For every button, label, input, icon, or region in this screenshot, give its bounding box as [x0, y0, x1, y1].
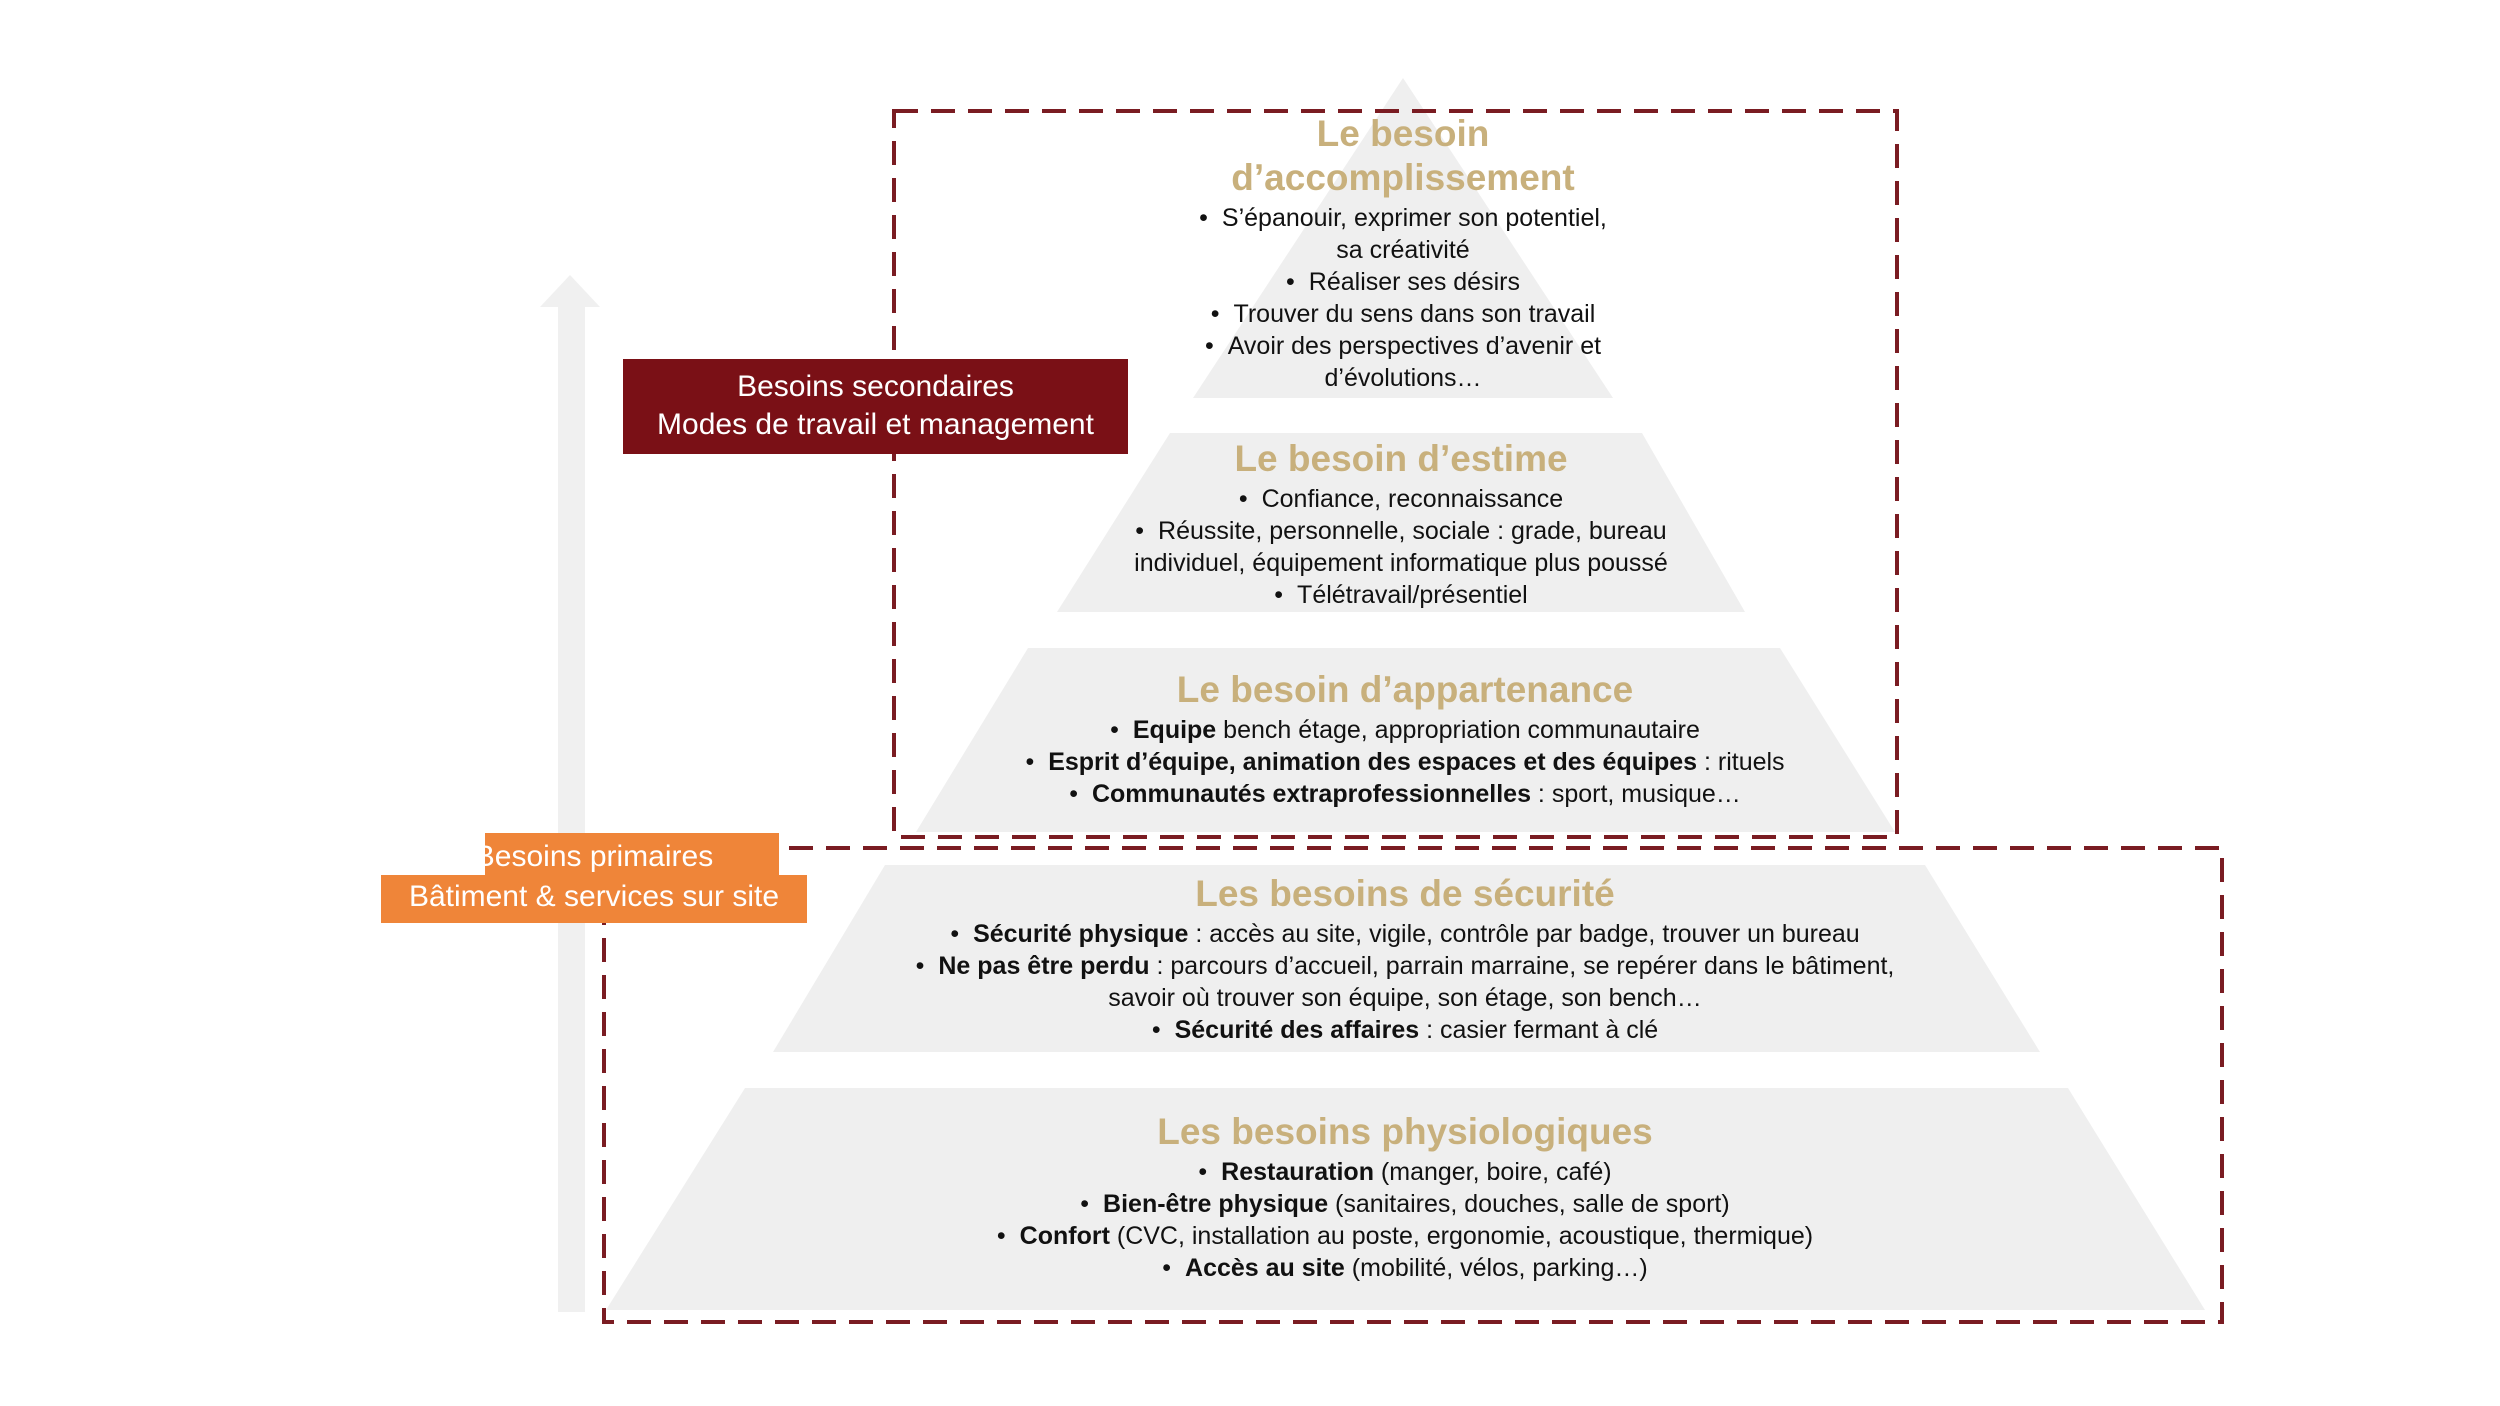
list-item: Confort (CVC, installation au poste, erg…: [805, 1220, 2005, 1252]
tier-securite-title: Les besoins de sécurité: [1195, 873, 1615, 914]
tier-appartenance: Le besoin d’appartenance Equipe bench ét…: [955, 668, 1855, 810]
primary-needs-border: [602, 846, 2224, 1324]
primary-label-line1: Besoins primaires: [474, 840, 714, 873]
list-item: Accès au site (mobilité, vélos, parking……: [805, 1252, 2005, 1284]
tier-estime-title: Le besoin d’estime: [1234, 438, 1568, 479]
tier-estime: Le besoin d’estime Confiance, reconnaiss…: [1051, 437, 1751, 611]
list-item: Equipe bench étage, appropriation commun…: [955, 714, 1855, 746]
secondary-needs-label: Besoins secondaires Modes de travail et …: [623, 368, 1128, 444]
list-item: Trouver du sens dans son travail: [1103, 298, 1703, 330]
tier-accomplissement-title: Le besoin d’accomplissement: [1231, 113, 1575, 198]
list-item: Confiance, reconnaissance: [1051, 483, 1751, 515]
secondary-label-line1: Besoins secondaires: [737, 370, 1014, 403]
list-item: Avoir des perspectives d’avenir etd’évol…: [1103, 330, 1703, 394]
primary-needs-label: Besoins primaires Bâtiment & services su…: [381, 837, 807, 917]
tier-securite-list: Sécurité physique : accès au site, vigil…: [805, 918, 2005, 1046]
tier-physiologiques-list: Restauration (manger, boire, café) Bien-…: [805, 1156, 2005, 1284]
tier-accomplissement-list: S’épanouir, exprimer son potentiel,sa cr…: [1103, 202, 1703, 394]
tier-securite: Les besoins de sécurité Sécurité physiqu…: [805, 872, 2005, 1046]
list-item: Réaliser ses désirs: [1103, 266, 1703, 298]
list-item: Sécurité des affaires : casier fermant à…: [805, 1014, 2005, 1046]
secondary-needs-border: [892, 109, 1899, 839]
primary-label-bg-bottom: [381, 875, 807, 923]
list-item: Ne pas être perdu : parcours d’accueil, …: [805, 950, 2005, 1014]
list-item: Esprit d’équipe, animation des espaces e…: [955, 746, 1855, 778]
list-item: S’épanouir, exprimer son potentiel,sa cr…: [1103, 202, 1703, 266]
primary-label-line2: Bâtiment & services sur site: [408, 880, 780, 913]
secondary-label-bg: [623, 359, 1128, 454]
list-item: Télétravail/présentiel: [1051, 579, 1751, 611]
growth-arrow: [540, 275, 600, 1312]
list-item: Sécurité physique : accès au site, vigil…: [805, 918, 2005, 950]
tier-appartenance-list: Equipe bench étage, appropriation commun…: [955, 714, 1855, 810]
tier-estime-list: Confiance, reconnaissance Réussite, pers…: [1051, 483, 1751, 611]
list-item: Réussite, personnelle, sociale : grade, …: [1051, 515, 1751, 579]
tier-physiologiques: Les besoins physiologiques Restauration …: [805, 1110, 2005, 1284]
list-item: Bien-être physique (sanitaires, douches,…: [805, 1188, 2005, 1220]
list-item: Communautés extraprofessionnelles : spor…: [955, 778, 1855, 810]
tier-physiologiques-title: Les besoins physiologiques: [1157, 1111, 1653, 1152]
primary-label-bg-top: [485, 833, 779, 877]
list-item: Restauration (manger, boire, café): [805, 1156, 2005, 1188]
secondary-label-line2: Modes de travail et management: [657, 408, 1094, 441]
tier-accomplissement: Le besoin d’accomplissement S’épanouir, …: [1103, 112, 1703, 394]
tier-appartenance-title: Le besoin d’appartenance: [1176, 669, 1634, 710]
